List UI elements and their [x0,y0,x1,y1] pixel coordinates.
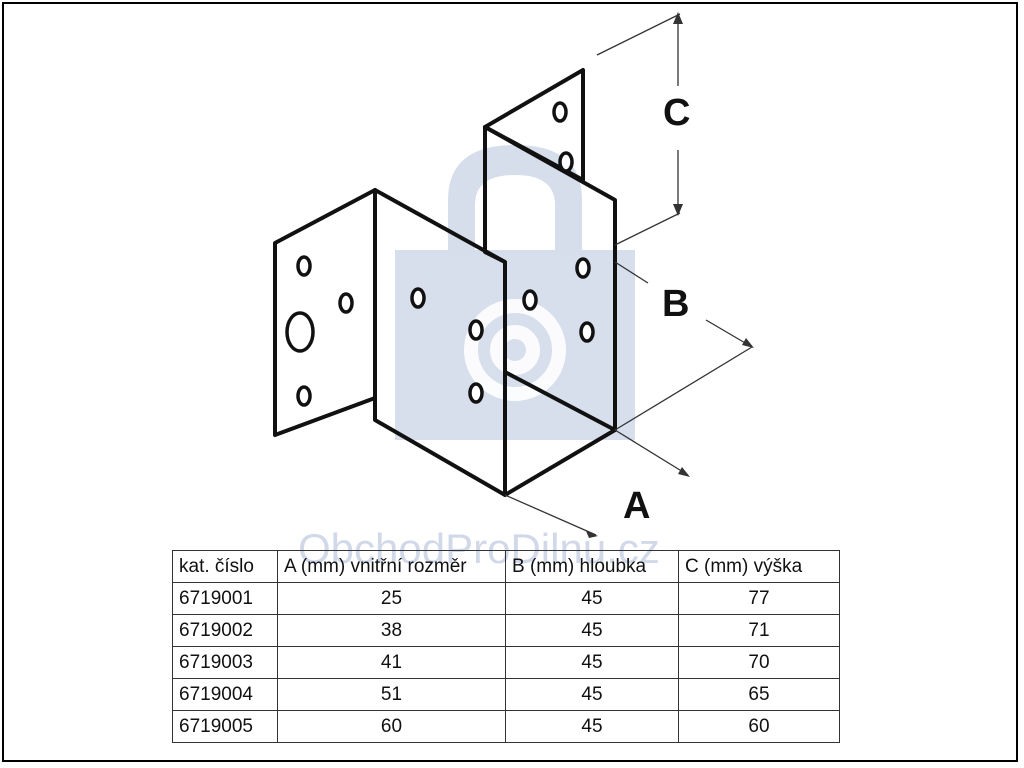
cell-code: 6719005 [172,710,278,743]
cell-b: 45 [505,710,679,743]
cell-b: 45 [505,614,679,647]
header-b: B (mm) hloubka [505,550,679,583]
cell-b: 45 [505,646,679,679]
cell-c: 71 [678,614,840,647]
spec-table: kat. číslo A (mm) vnitřní rozměr B (mm) … [172,550,840,743]
cell-code: 6719001 [172,582,278,615]
cell-a: 38 [277,614,506,647]
cell-code: 6719004 [172,678,278,711]
bottom-edge [503,428,617,497]
header-c: C (mm) výška [678,550,840,583]
left-flange [273,188,377,437]
watermark-logo-inner [464,299,566,401]
cell-b: 45 [505,582,679,615]
header-cat-no: kat. číslo [172,550,278,583]
cell-a: 60 [277,710,506,743]
cell-a: 25 [277,582,506,615]
table-row: 6719002 38 45 71 [172,614,840,647]
back-plate [483,125,617,432]
arrow-heads [586,12,754,538]
dimension-label-c: C [663,92,691,134]
dimension-label-a: A [623,485,651,527]
right-flange [483,68,585,182]
table-row: 6719001 25 45 77 [172,582,840,615]
table-row: 6719005 60 45 60 [172,710,840,743]
watermark-logo [395,145,635,440]
cell-c: 60 [678,710,840,743]
header-a: A (mm) vnitřní rozměr [277,550,506,583]
holes [285,101,595,407]
cell-b: 45 [505,678,679,711]
cell-c: 77 [678,582,840,615]
table-row: 6719003 41 45 70 [172,646,840,679]
dimension-label-b: B [662,283,690,325]
table-row: 6719004 51 45 65 [172,678,840,711]
cell-c: 70 [678,646,840,679]
cell-c: 65 [678,678,840,711]
cell-a: 51 [277,678,506,711]
cell-code: 6719003 [172,646,278,679]
table-header-row: kat. číslo A (mm) vnitřní rozměr B (mm) … [172,550,840,583]
cell-code: 6719002 [172,614,278,647]
cell-a: 41 [277,646,506,679]
